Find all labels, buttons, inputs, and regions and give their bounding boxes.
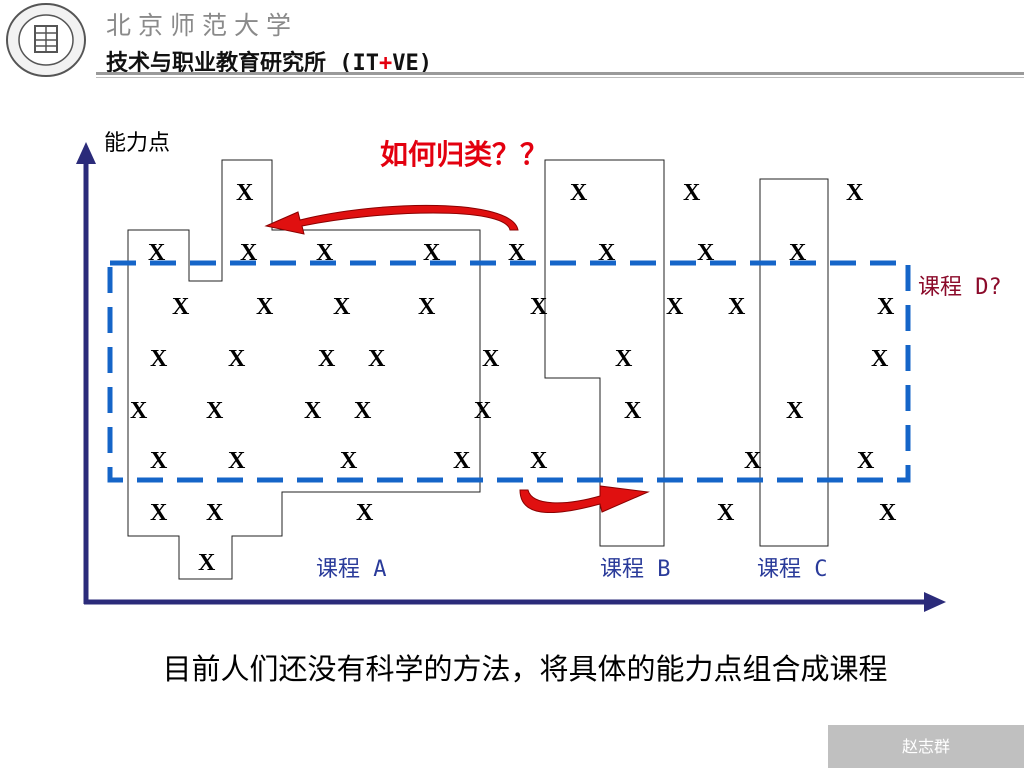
competence-marker: X: [666, 294, 684, 320]
competence-marker: X: [130, 398, 148, 424]
competence-marker: X: [333, 294, 351, 320]
competence-marker: X: [871, 346, 889, 372]
competence-marker: X: [508, 240, 526, 266]
competence-marker: X: [318, 346, 336, 372]
x-axis-arrowhead: [924, 592, 946, 612]
competence-marker: X: [304, 398, 322, 424]
competence-marker: X: [857, 448, 875, 474]
competence-marker: X: [354, 398, 372, 424]
competence-marker: X: [206, 500, 224, 526]
competence-marker: X: [228, 346, 246, 372]
competence-marker: X: [482, 346, 500, 372]
institute-name: 技术与职业教育研究所 (IT+VE): [106, 45, 432, 77]
competence-marker: X: [206, 398, 224, 424]
competence-marker: X: [717, 500, 735, 526]
competence-marker: X: [340, 448, 358, 474]
competence-marker: X: [198, 550, 216, 576]
course-a-label: 课程 A: [316, 557, 387, 582]
competence-marker: X: [356, 500, 374, 526]
competence-marker: X: [877, 294, 895, 320]
competence-marker: X: [418, 294, 436, 320]
course-c-outline: [759, 178, 829, 547]
author-tag: 赵志群: [828, 725, 1024, 768]
competence-course-diagram: 能力点 如何归类？？ X X X X X X X X X X X X X X X…: [76, 131, 1002, 612]
competence-marker: X: [368, 346, 386, 372]
slide-caption: 目前人们还没有科学的方法，将具体的能力点组合成课程: [162, 652, 888, 686]
move-left-arrow-icon: [264, 204, 519, 235]
competence-marker: X: [240, 240, 258, 266]
course-c-label: 课程 C: [757, 557, 828, 582]
competence-marker: X: [423, 240, 441, 266]
slide-header: 北京师范大学 技术与职业教育研究所 (IT+VE): [0, 0, 1024, 78]
competence-marker: X: [744, 448, 762, 474]
y-axis-title: 能力点: [104, 131, 170, 156]
competence-marker: X: [530, 448, 548, 474]
competence-marker: X: [697, 240, 715, 266]
competence-marker: X: [474, 398, 492, 424]
competence-marker: X: [683, 180, 701, 206]
header-divider-thin: [96, 77, 1024, 78]
grouping-question: 如何归类？？: [380, 138, 548, 171]
competence-marker: X: [150, 448, 168, 474]
competence-marker: X: [846, 180, 864, 206]
competence-marker: X: [879, 500, 897, 526]
competence-marker: X: [530, 294, 548, 320]
institute-plus-sign: +: [378, 51, 393, 76]
competence-marker: X: [150, 346, 168, 372]
competence-marker: X: [786, 398, 804, 424]
bnu-seal-icon: [6, 3, 86, 77]
competence-marker: X: [789, 240, 807, 266]
competence-marker: X: [316, 240, 334, 266]
competence-marker: X: [172, 294, 190, 320]
move-right-arrow-icon: [519, 485, 650, 514]
competence-marker: X: [624, 398, 642, 424]
competence-markers: X X X X X X X X X X X X X X X X X X X X …: [130, 180, 897, 576]
competence-marker: X: [453, 448, 471, 474]
competence-marker: X: [228, 448, 246, 474]
competence-marker: X: [615, 346, 633, 372]
competence-marker: X: [148, 240, 166, 266]
competence-marker: X: [598, 240, 616, 266]
y-axis-arrowhead: [76, 142, 96, 164]
competence-marker: X: [728, 294, 746, 320]
competence-marker: X: [256, 294, 274, 320]
competence-marker: X: [236, 180, 254, 206]
header-divider: [96, 72, 1024, 75]
course-a-outline: [127, 159, 481, 580]
institute-name-suffix: VE): [392, 51, 432, 76]
institute-name-prefix: 技术与职业教育研究所 (IT: [106, 51, 379, 76]
university-name: 北京师范大学: [106, 11, 299, 40]
course-d-label: 课程 D?: [918, 275, 1002, 300]
competence-marker: X: [570, 180, 588, 206]
competence-marker: X: [150, 500, 168, 526]
course-d-dashed-box: [107, 260, 911, 483]
course-b-label: 课程 B: [600, 557, 671, 582]
course-b-outline: [544, 159, 665, 547]
